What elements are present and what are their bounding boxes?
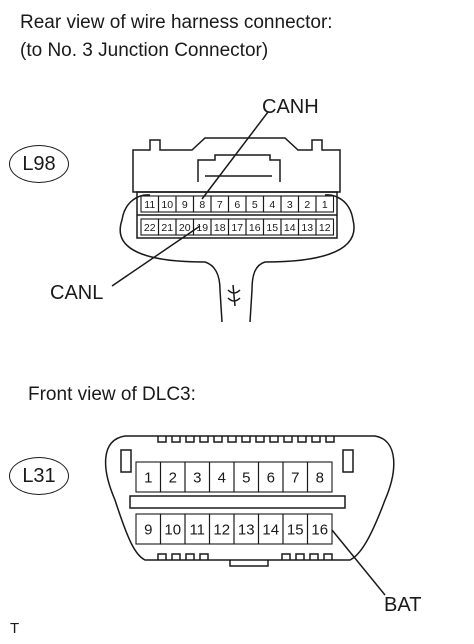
callout-canl: CANL [50, 282, 104, 304]
l98-pin-label-13: 13 [301, 222, 313, 234]
dlc3-housing [104, 435, 395, 561]
dlc3-pin-label-10: 10 [164, 521, 181, 538]
l98-pin-label-12: 12 [319, 222, 331, 234]
l98-pin-label-10: 10 [161, 199, 173, 211]
l98-latch [197, 154, 281, 182]
dlc3-pin-label-2: 2 [169, 469, 177, 486]
dlc3-center-bar [129, 495, 346, 509]
l98-pin-label-20: 20 [179, 222, 191, 234]
leader-canl [111, 225, 201, 287]
l98-pin-label-7: 7 [217, 199, 223, 211]
dlc3-pin-label-13: 13 [238, 521, 255, 538]
dlc3-bottom-ridges [157, 553, 333, 567]
footer-mark: T [10, 620, 20, 637]
dlc3-top-ridges [157, 436, 335, 443]
dlc3-pin-label-7: 7 [291, 469, 299, 486]
connector-tag-l98: L98 [9, 145, 69, 183]
dlc3-pin-label-9: 9 [144, 521, 152, 538]
leader-bat [331, 529, 386, 596]
l98-pin-label-15: 15 [266, 222, 278, 234]
dlc3-pin-label-15: 15 [287, 521, 304, 538]
dlc3-pin-label-16: 16 [311, 521, 328, 538]
l98-pin-label-1: 1 [322, 199, 328, 211]
l98-pin-label-14: 14 [284, 222, 296, 234]
dlc3-pin-label-8: 8 [316, 469, 324, 486]
dlc3-pin-label-3: 3 [193, 469, 201, 486]
dlc3-pin-label-4: 4 [218, 469, 226, 486]
upper-caption-line2: (to No. 3 Junction Connector) [20, 40, 269, 61]
lower-caption: Front view of DLC3: [28, 384, 196, 405]
callout-bat: BAT [384, 594, 422, 616]
dlc3-left-guide [120, 449, 132, 473]
dlc3-pin-label-11: 11 [189, 521, 205, 538]
dlc3-pin-label-14: 14 [262, 521, 279, 538]
l98-pin-label-18: 18 [214, 222, 226, 234]
callout-canh: CANH [262, 96, 319, 118]
l98-pin-label-8: 8 [199, 199, 205, 211]
dlc3-pin-label-6: 6 [267, 469, 275, 486]
dlc3-right-guide [342, 449, 354, 473]
l98-pin-label-2: 2 [304, 199, 310, 211]
upper-caption-line1: Rear view of wire harness connector: [20, 12, 333, 33]
l98-wire-bundle [119, 194, 355, 323]
dlc3-pin-label-12: 12 [213, 521, 230, 538]
l98-pin-label-6: 6 [234, 199, 240, 211]
l98-pin-label-19: 19 [196, 222, 208, 234]
l98-pin-label-21: 21 [161, 222, 173, 234]
l98-pin-label-3: 3 [287, 199, 293, 211]
dlc3-pin-cell-16 [306, 513, 333, 545]
connector-tag-l31: L31 [9, 457, 69, 495]
l98-pin-cell-1 [315, 195, 335, 213]
dlc3-pin-label-5: 5 [242, 469, 250, 486]
leader-canh [201, 111, 269, 200]
l98-pin-label-4: 4 [269, 199, 275, 211]
l98-housing [132, 137, 341, 193]
l98-pin-label-22: 22 [144, 222, 156, 234]
l98-pin-cell-12 [315, 218, 335, 236]
dlc3-pin-label-1: 1 [144, 469, 152, 486]
l98-pin-label-11: 11 [144, 199, 155, 211]
l98-pin-label-17: 17 [231, 222, 243, 234]
dlc3-pin-cell-8 [306, 461, 333, 493]
l98-pin-label-5: 5 [252, 199, 258, 211]
l98-pin-label-16: 16 [249, 222, 261, 234]
l98-pin-label-9: 9 [182, 199, 188, 211]
